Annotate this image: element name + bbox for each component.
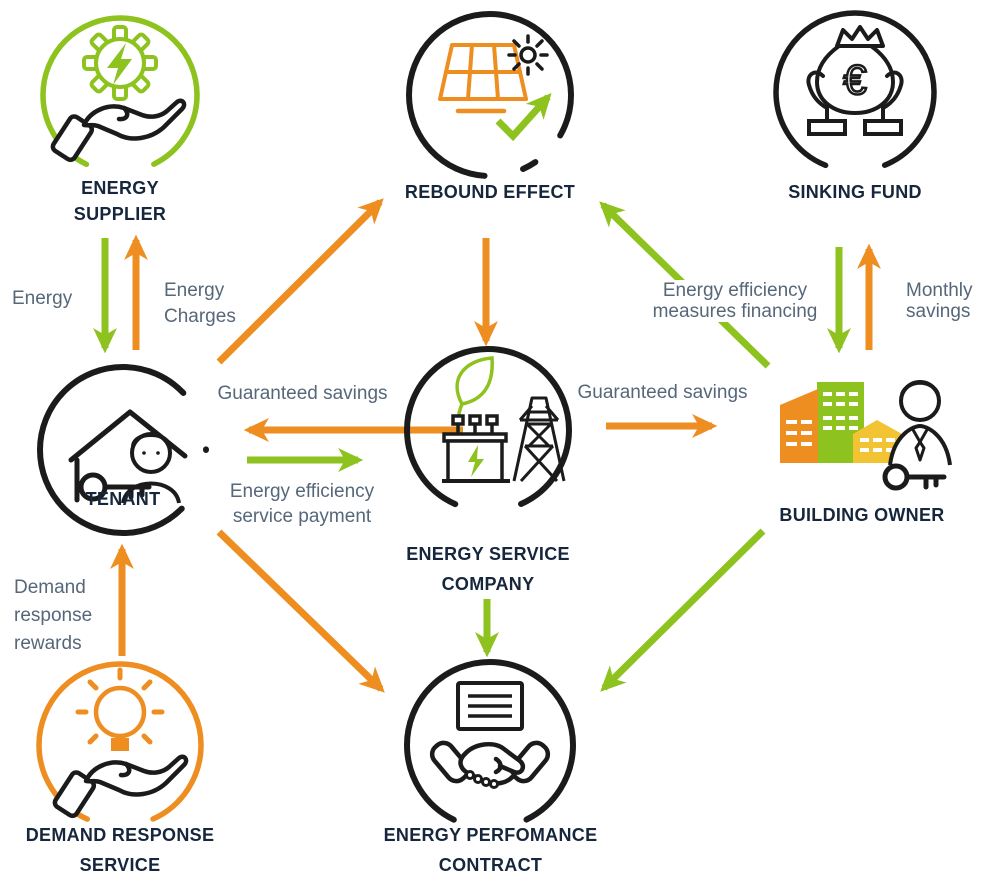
euro-money-bag-in-hands-icon: € [806,25,904,136]
house-person-key-icon [68,409,188,504]
gear-lightning-in-hand-icon [50,25,187,163]
energy-perfomance-contract-ring [404,659,576,831]
tenant-label: TENANT [85,489,161,509]
edge-label-guaranteed-savings-right: Guaranteed savings [577,382,748,403]
rebound-effect-node [406,11,574,179]
demand-response-service-node [36,661,204,829]
rebound-effect-ring [406,11,574,179]
svg-text:€: € [843,56,866,103]
rebound-effect-label: REBOUND EFFECT [404,182,576,202]
tenant-ring [37,364,209,536]
energy-service-company-node [404,346,572,514]
solar-panel-sun-check-arrow-icon [438,34,552,142]
sinking-fund-label: SINKING FUND [788,182,922,202]
energy-supplier-ring [40,15,200,175]
tenant-node [37,364,209,536]
edge-label-guaranteed-savings-left: Guaranteed savings [217,383,388,404]
handshake-document-icon [429,681,551,789]
buildings-person-key-icon [780,380,952,491]
arrow-tenant-to-energy-perfomance-contract [216,529,385,693]
sinking-fund-node: € [773,10,937,174]
building-owner-node [780,380,952,491]
lightbulb-in-hand-icon [52,667,189,819]
sinking-fund-ring [773,10,937,174]
energy-supplier-node [40,15,200,175]
arrow-building-owner-to-energy-perfomance-contract [600,528,766,692]
edge-label-energy: Energy [12,288,73,309]
energy-perfomance-contract-node [404,659,576,831]
leaf-transformer-pylon-icon [442,356,566,483]
demand-response-service-ring [36,661,204,829]
building-owner-label: BUILDING OWNER [779,505,945,525]
